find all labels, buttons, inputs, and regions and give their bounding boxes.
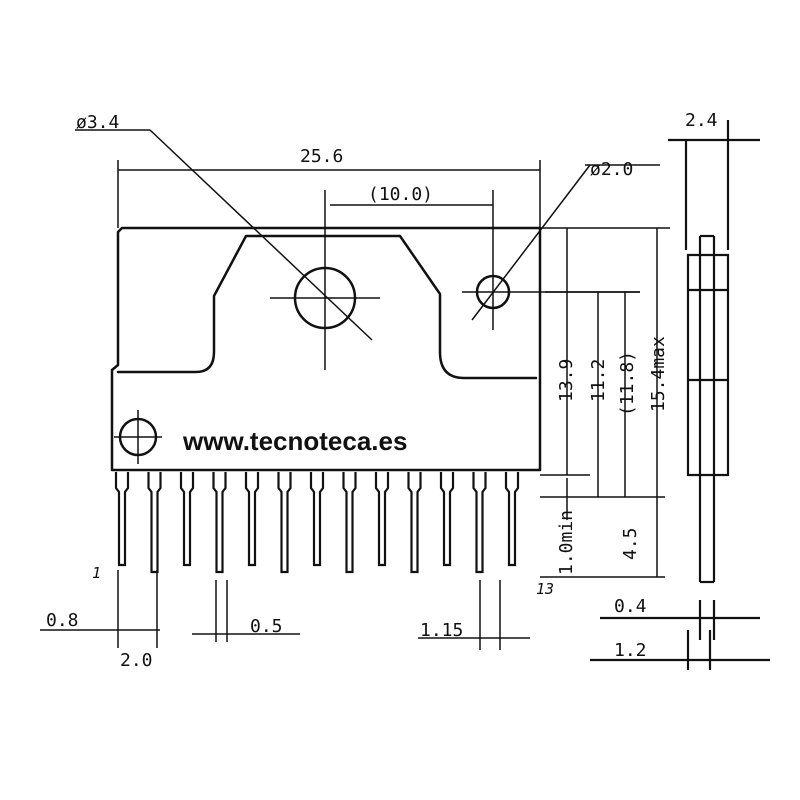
pin-lead — [114, 472, 130, 567]
pin-lead — [472, 472, 487, 574]
pin-lead — [374, 472, 390, 567]
pin-lead — [147, 472, 162, 574]
pin-lead — [309, 472, 325, 567]
pin-lead — [277, 472, 292, 574]
label-pin-115: 1.15 — [420, 620, 463, 641]
watermark: www.tecnoteca.es — [182, 426, 407, 456]
label-height-139: 13.9 — [556, 359, 577, 402]
label-height-112: 11.2 — [588, 359, 609, 402]
label-pin-pitch: 2.0 — [120, 650, 153, 671]
pin-lead — [179, 472, 195, 567]
label-overall-width: 25.6 — [300, 146, 343, 167]
label-lead-min: 1.0min — [556, 510, 577, 575]
label-hole-small: ø2.0 — [590, 159, 633, 180]
pin-lead — [504, 472, 520, 567]
label-lead-04: 0.4 — [614, 596, 647, 617]
label-hole-large: ø3.4 — [76, 112, 119, 133]
pin-lead — [244, 472, 260, 567]
pin-lead — [342, 472, 357, 574]
label-height-118: (11.8) — [617, 351, 638, 416]
label-lead-12: 1.2 — [614, 640, 647, 661]
side-view-body — [686, 253, 730, 477]
label-lead-45: 4.5 — [620, 527, 641, 560]
label-height-max: 15.4max — [648, 336, 669, 412]
label-pin-08: 0.8 — [46, 610, 79, 631]
label-hole-spacing: (10.0) — [368, 184, 433, 205]
pin-label-first: 1 — [92, 564, 101, 582]
heatsink-tab — [116, 234, 538, 380]
label-pin-05: 0.5 — [250, 616, 283, 637]
pin-lead — [439, 472, 455, 567]
pin-lead — [212, 472, 227, 574]
label-side-thickness: 2.4 — [685, 110, 718, 131]
pin-label-last: 13 — [536, 580, 554, 598]
pin-lead — [407, 472, 422, 574]
package-body — [110, 226, 542, 472]
